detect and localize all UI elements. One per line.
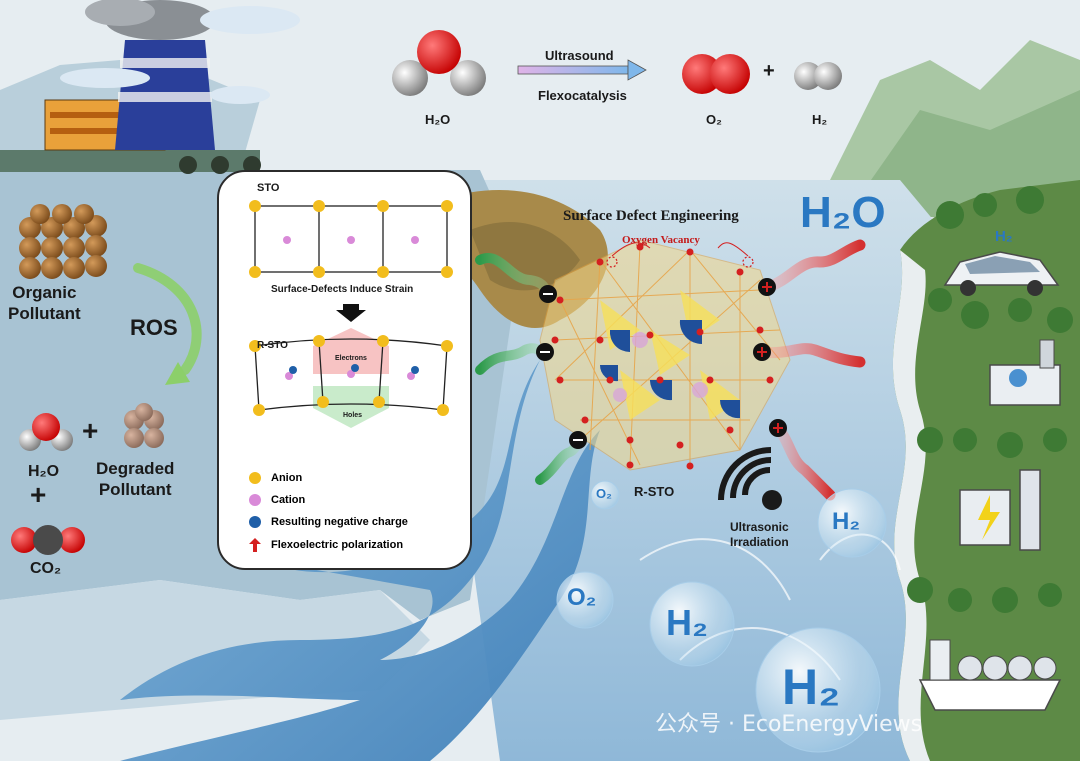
- ship-icon: [918, 639, 1062, 711]
- co2-label: CO₂: [30, 560, 62, 577]
- bubble-o2-small: [590, 480, 620, 510]
- equation-product-2-label: H₂: [812, 112, 828, 127]
- bubble-h2-mid: [649, 581, 735, 667]
- water-molecule-icon: [19, 413, 73, 451]
- water-label: H₂O: [28, 463, 60, 480]
- bubble-o2-small-label: O₂: [596, 486, 612, 501]
- power-plant-icon: [959, 469, 1041, 551]
- legend-negative-charge-label: Resulting negative charge: [271, 516, 408, 528]
- ros-label: ROS: [130, 315, 178, 340]
- bubble-o2-large: [556, 571, 614, 629]
- legend-polarization: Flexoelectric polarization: [249, 538, 403, 552]
- power-station-icon: [0, 0, 300, 174]
- rsto-panel-label: R-STO: [257, 340, 288, 351]
- equation-reactant-label: H₂O: [425, 112, 451, 127]
- equation-arrow-bottom-label: Flexocatalysis: [538, 88, 627, 103]
- degraded-pollutant-label: Degraded Pollutant: [96, 459, 175, 499]
- surface-defect-title: Surface Defect Engineering: [563, 208, 739, 224]
- cation-swatch: [249, 494, 261, 506]
- organic-pollutant-label: Organic Pollutant: [8, 283, 81, 323]
- equation-plus: +: [763, 60, 775, 82]
- watermark: 公众号 · EcoEnergyViews: [655, 712, 923, 737]
- lattice-schematic: [249, 200, 453, 428]
- equation-arrow-top-label: Ultrasound: [545, 48, 614, 63]
- bubble-h2-mid-label: H₂: [666, 602, 708, 643]
- plus-sign-2: +: [30, 479, 47, 510]
- mechanism-inset-panel: STO: [217, 170, 472, 570]
- organic-pollutant-icon: [19, 204, 107, 279]
- bubble-h2-big-label: H₂: [782, 659, 841, 715]
- positive-charge-waves: [753, 239, 866, 501]
- rsto-crystal-lattice: [539, 239, 791, 471]
- oxygen-vacancy-label: Oxygen Vacancy: [622, 234, 700, 246]
- legend-negative-charge: Resulting negative charge: [249, 516, 408, 528]
- co2-molecule-icon: [11, 525, 85, 555]
- ultrasonic-label: Ultrasonic Irradiation: [730, 520, 789, 549]
- red-arrow-icon: [249, 538, 261, 552]
- holes-label: Holes: [343, 412, 363, 419]
- legend-cation-label: Cation: [271, 494, 306, 506]
- ultrasonic-icon: [718, 447, 772, 501]
- legend-polarization-label: Flexoelectric polarization: [271, 539, 404, 551]
- bubble-h2-right: [817, 488, 887, 558]
- plus-sign-1: +: [82, 415, 99, 446]
- legend-anion: Anion: [249, 472, 302, 484]
- crystal-label: R-STO: [634, 484, 675, 499]
- bubble-h2-big: [755, 627, 881, 753]
- ros-cycle-arrow: [133, 263, 202, 375]
- h2-small-label: H₂: [995, 228, 1013, 245]
- bubble-h2-right-label: H₂: [832, 508, 860, 535]
- sto-label: STO: [257, 182, 280, 194]
- factory-icon: [989, 339, 1061, 406]
- reaction-arrow: [517, 65, 629, 75]
- electrons-label: Electrons: [335, 355, 367, 362]
- h2o-molecule-top: [392, 30, 486, 96]
- car-icon: [943, 251, 1060, 296]
- legend-cation: Cation: [249, 494, 305, 506]
- equation-product-1-label: O₂: [706, 112, 722, 127]
- strain-caption: Surface-Defects Induce Strain: [271, 284, 414, 295]
- h2-molecule-top: [794, 62, 842, 90]
- negative-charge-waves: [475, 253, 587, 485]
- degraded-pollutant-icon: [124, 403, 164, 448]
- negative-charge-swatch: [249, 516, 261, 528]
- o2-molecule-top: [682, 54, 750, 94]
- anion-swatch: [249, 472, 261, 484]
- bubble-o2-large-label: O₂: [567, 584, 597, 611]
- h2o-big-label: H₂O: [800, 188, 886, 237]
- legend-anion-label: Anion: [271, 472, 303, 484]
